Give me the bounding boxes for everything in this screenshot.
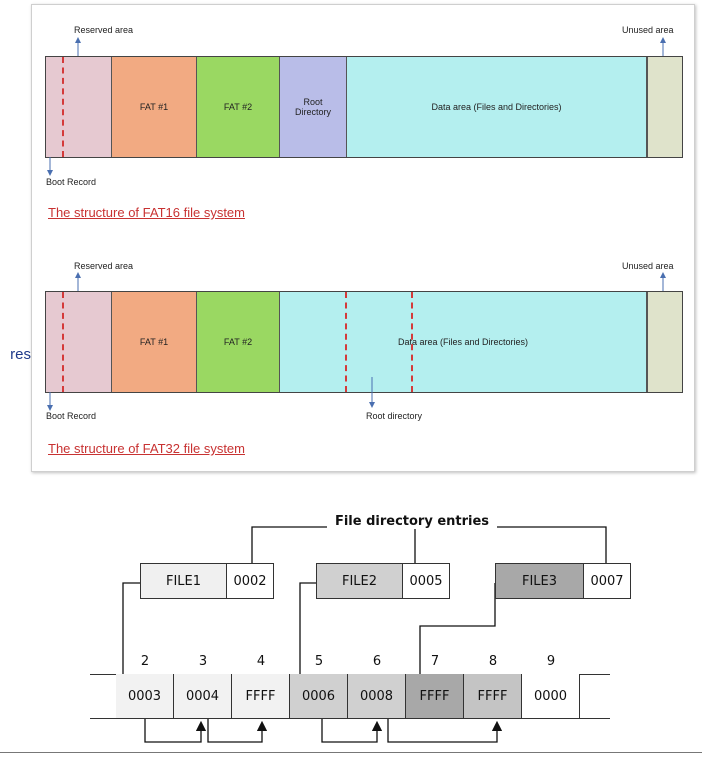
fat16-unused-area-label: Unused area [622, 25, 674, 35]
chain-arrow-3-4 [207, 718, 268, 743]
fat16-root-directory-segment: Root Directory [280, 57, 347, 157]
fat16-fat2-label: FAT #2 [223, 102, 253, 112]
bottom-divider [0, 752, 702, 753]
entry-cluster: 0005 [403, 564, 449, 598]
fat-cell: 0006 [290, 674, 348, 718]
fat-cell: FFFF [464, 674, 522, 718]
fat16-boot-record-label: Boot Record [46, 177, 97, 187]
entry-name: FILE1 [141, 564, 227, 598]
fat32-fat2-label: FAT #2 [223, 337, 253, 347]
file-directory-entries-title: File directory entries [327, 514, 497, 529]
fat16-unused-segment [647, 57, 682, 157]
fat16-structure-bar: FAT #1 FAT #2 Root Directory Data area (… [45, 56, 683, 158]
fat32-reserved-segment [46, 292, 112, 392]
fat16-fat2-segment: FAT #2 [197, 57, 280, 157]
fat16-boot-record-dashed-line [62, 57, 64, 157]
file1-link [122, 582, 140, 682]
fat32-unused-area-label: Unused area [622, 261, 674, 271]
directory-entry-file3: FILE3 0007 [495, 563, 631, 599]
fat32-root-directory-dashed-line-left [345, 292, 347, 392]
cluster-index: 7 [430, 654, 440, 669]
fat-cell: 0008 [348, 674, 406, 718]
cluster-index: 2 [140, 654, 150, 669]
fat-cell: FFFF [406, 674, 464, 718]
fat-arrows [47, 37, 666, 411]
fat32-structure-bar: FAT #1 FAT #2 Data area (Files and Direc… [45, 291, 683, 393]
chain-arrow-5-6 [321, 718, 383, 743]
cluster-index: 3 [198, 654, 208, 669]
cluster-index: 4 [256, 654, 266, 669]
fat-cell: 0000 [522, 674, 580, 718]
fat32-unused-segment [647, 292, 682, 392]
cropped-text-fragment: res [10, 346, 31, 363]
fat32-root-directory-dashed-line-right [411, 292, 413, 392]
fat16-root-directory-label: Root Directory [294, 97, 331, 117]
fat32-boot-record-dashed-line [62, 292, 64, 392]
fat-cell: 0004 [174, 674, 232, 718]
fat16-fat1-label: FAT #1 [139, 102, 169, 112]
fat-table-bottom-rule [90, 718, 610, 719]
fat-cell: FFFF [232, 674, 290, 718]
fat32-data-area-segment: Data area (Files and Directories) [280, 292, 647, 392]
file3-link [419, 583, 496, 682]
fat-cell: 0003 [116, 674, 174, 718]
entry-name: FILE3 [496, 564, 584, 598]
cluster-index: 6 [372, 654, 382, 669]
fat-structure-panel: Reserved area Unused area FAT #1 FAT #2 … [31, 4, 695, 472]
fat32-root-directory-label: Root directory [366, 411, 423, 421]
directory-bracket [251, 526, 607, 563]
cluster-index: 5 [314, 654, 324, 669]
fat16-data-area-segment: Data area (Files and Directories) [347, 57, 647, 157]
fat32-fat1-segment: FAT #1 [112, 292, 197, 392]
entry-cluster: 0007 [584, 564, 630, 598]
fat16-fat1-segment: FAT #1 [112, 57, 197, 157]
fat16-caption: The structure of FAT16 file system [48, 205, 245, 220]
fat16-data-area-label: Data area (Files and Directories) [431, 102, 562, 112]
directory-entry-file2: FILE2 0005 [316, 563, 450, 599]
fat16-reserved-area-label: Reserved area [74, 25, 134, 35]
fat32-fat2-segment: FAT #2 [197, 292, 280, 392]
entry-cluster: 0002 [227, 564, 273, 598]
entry-name: FILE2 [317, 564, 403, 598]
fat32-boot-record-label: Boot Record [46, 411, 97, 421]
chain-arrow-2-3 [144, 718, 207, 743]
fat32-fat1-label: FAT #1 [139, 337, 169, 347]
fat32-reserved-area-label: Reserved area [74, 261, 134, 271]
directory-entry-file1: FILE1 0002 [140, 563, 274, 599]
cluster-index: 9 [546, 654, 556, 669]
cluster-index: 8 [488, 654, 498, 669]
chain-arrow-6-8 [387, 718, 503, 743]
fat32-caption: The structure of FAT32 file system [48, 441, 245, 456]
file2-link [299, 582, 316, 682]
fat16-reserved-segment [46, 57, 112, 157]
